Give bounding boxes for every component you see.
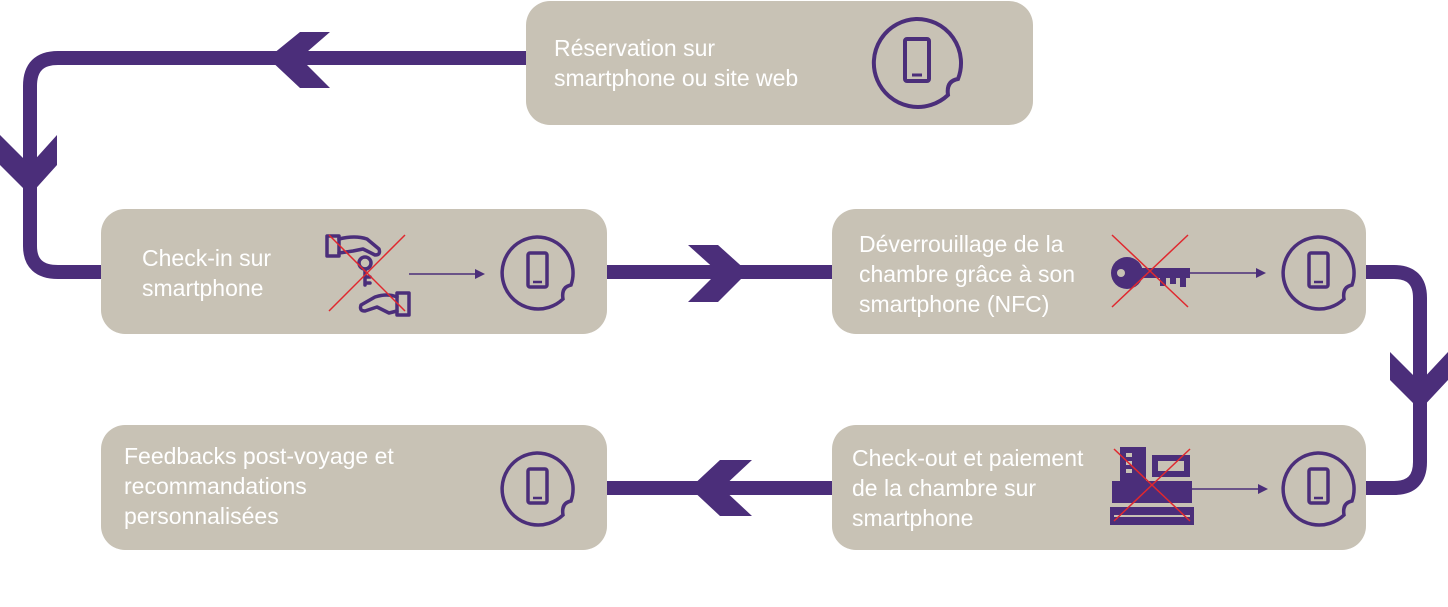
arrowhead-down-left <box>0 135 57 195</box>
smartphone-icon <box>871 16 964 109</box>
step-feedback: Feedbacks post-voyage et recommandations… <box>101 425 607 550</box>
arrowhead-down-right <box>1390 352 1448 410</box>
connector-step3-to-step4 <box>1365 265 1427 495</box>
step-checkout: Check-out et paiement de la chambre sur … <box>832 425 1366 550</box>
arrow-right <box>1190 268 1266 278</box>
step-unlock-label: Déverrouillage de la chambre grâce à son… <box>859 231 1076 317</box>
smartphone-icon <box>1281 451 1356 527</box>
arrowhead-left-bottom <box>690 460 752 516</box>
cross-mark <box>1113 448 1191 522</box>
arrowhead-right-middle <box>688 245 748 302</box>
smartphone-icon <box>500 451 575 527</box>
step-checkin-label: Check-in sur smartphone <box>142 245 272 301</box>
key-icon <box>1111 257 1190 289</box>
step-feedback-label: Feedbacks post-voyage et recommandations… <box>124 443 394 529</box>
arrow-right <box>409 269 485 279</box>
smartphone-icon <box>500 235 575 311</box>
cross-mark <box>328 234 406 312</box>
cash-register-icon <box>1110 447 1194 525</box>
arrow-right <box>1192 484 1268 494</box>
step-checkout-label: Check-out et paiement de la chambre sur … <box>852 445 1084 531</box>
step-reservation: Réservation sur smartphone ou site web <box>526 1 1033 125</box>
arrowhead-left-top <box>268 32 330 88</box>
step-checkin: Check-in sur smartphone <box>101 209 607 334</box>
cross-mark <box>1111 234 1189 308</box>
step-unlock: Déverrouillage de la chambre grâce à son… <box>832 209 1366 334</box>
smartphone-icon <box>1281 235 1356 311</box>
step-reservation-label: Réservation sur smartphone ou site web <box>554 35 799 91</box>
